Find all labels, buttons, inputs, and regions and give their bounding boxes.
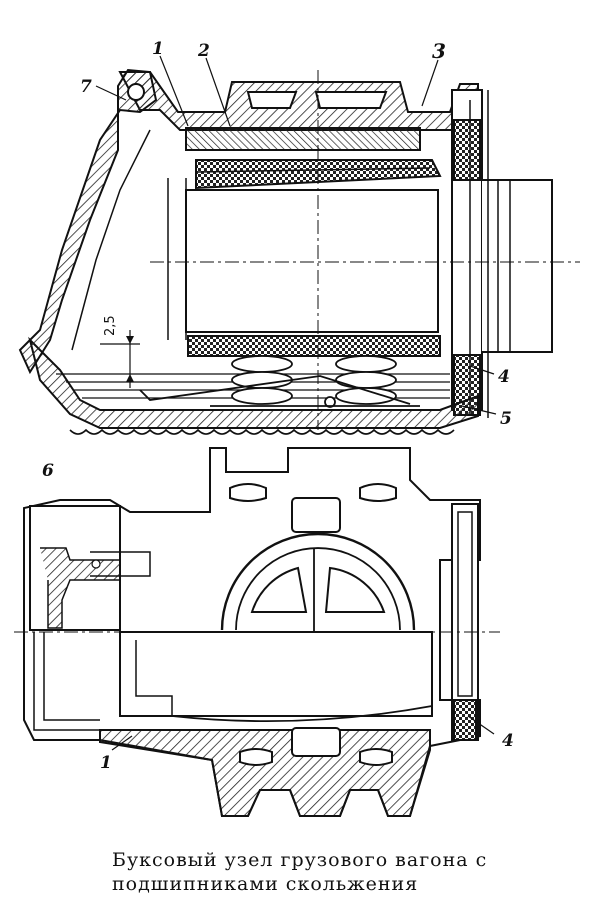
top-rib-window-2 xyxy=(314,91,388,109)
housing-bottom xyxy=(28,336,479,429)
axle-stub xyxy=(482,179,553,353)
cover-inner-line xyxy=(71,129,151,351)
label-5: 5 xyxy=(500,409,512,429)
label-4-top: 4 xyxy=(498,367,510,387)
figure-caption: Буксовый узел грузового вагона с подшипн… xyxy=(112,848,592,896)
caption-line-2: подшипниками скольжения xyxy=(112,873,419,895)
end-seal-top xyxy=(453,119,481,181)
bearing-liner xyxy=(185,127,421,151)
cover-hinge xyxy=(127,83,145,101)
front-cover xyxy=(18,68,158,375)
label-7: 7 xyxy=(80,77,92,97)
scallop-edge xyxy=(69,428,455,435)
journal-bottom-shell xyxy=(187,335,441,357)
top-rib-window-1 xyxy=(246,91,298,109)
base-center-block xyxy=(291,727,341,757)
label-4-bottom: 4 xyxy=(502,731,514,751)
arch-window-b xyxy=(324,566,386,613)
arch-center-block xyxy=(291,497,341,533)
journal-shell-line xyxy=(197,167,431,173)
plan-base-hatch xyxy=(99,729,431,817)
label-dim-2-5: 2,5 xyxy=(103,315,118,336)
axle-journal xyxy=(185,189,439,333)
label-1-bottom: 1 xyxy=(100,753,112,773)
bottom-section-view xyxy=(14,447,500,817)
lubricator-springs xyxy=(139,355,420,408)
label-2: 2 xyxy=(197,41,210,61)
top-section-view xyxy=(18,55,580,435)
plan-seal xyxy=(453,699,477,741)
journal-plan xyxy=(119,631,433,717)
label-6: 6 xyxy=(42,461,54,481)
arch-window-a xyxy=(250,566,308,613)
arch-window-left xyxy=(229,483,267,502)
label-3: 3 xyxy=(432,39,446,63)
cover-mechanism xyxy=(40,547,121,629)
label-1-top: 1 xyxy=(152,39,164,59)
housing-top-wall xyxy=(118,71,479,131)
arch-window-right xyxy=(359,483,397,502)
caption-line-1: Буксовый узел грузового вагона с xyxy=(112,849,488,871)
